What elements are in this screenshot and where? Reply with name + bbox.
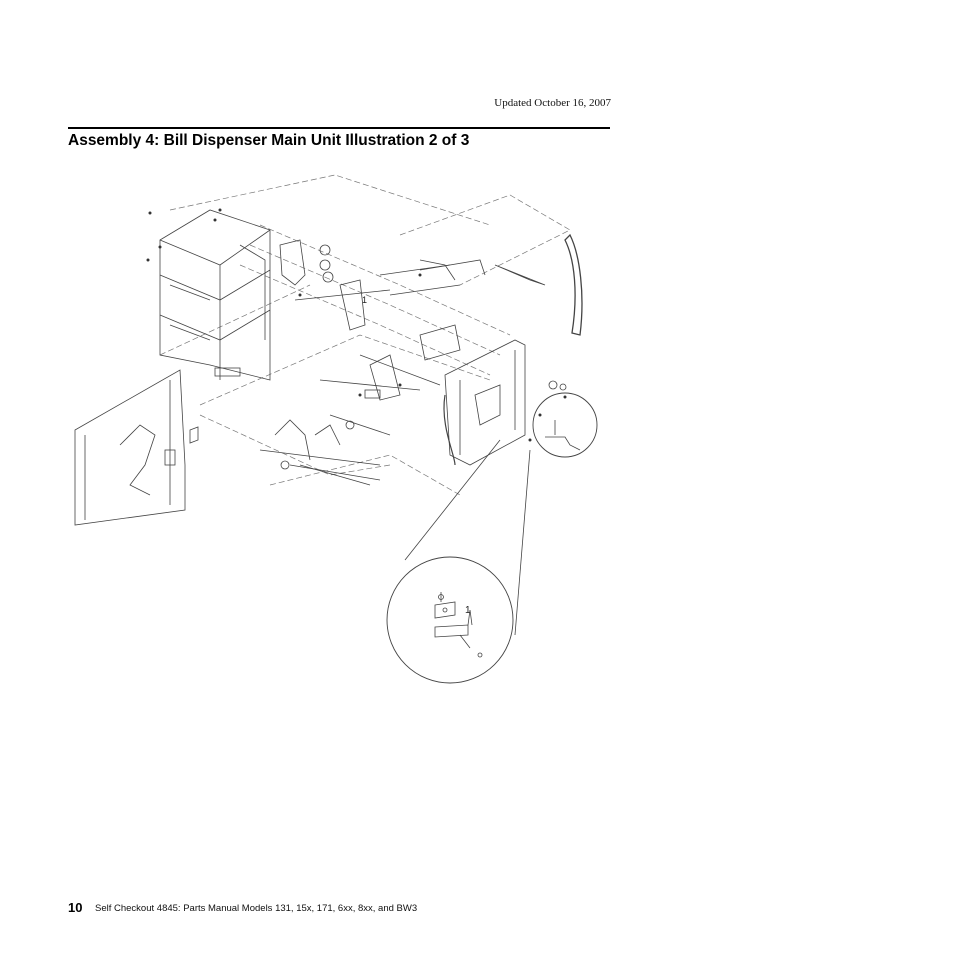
- left-side-panel: [74, 369, 199, 526]
- bracket-detail: [434, 592, 483, 658]
- exploded-assembly-illustration: 1 1: [74, 174, 598, 684]
- callout-detail: 1: [465, 605, 471, 616]
- updated-date: Updated October 16, 2007: [494, 97, 611, 109]
- footer-text: Self Checkout 4845: Parts Manual Models …: [95, 903, 418, 914]
- roller-shafts: [279, 239, 461, 401]
- callout-main: 1: [362, 295, 367, 305]
- main-frame: [159, 209, 271, 381]
- page-title: Assembly 4: Bill Dispenser Main Unit Ill…: [68, 132, 470, 149]
- lower-roller-assembly: [259, 414, 391, 486]
- page-number: 10: [68, 900, 83, 915]
- upper-right-parts: [419, 233, 583, 391]
- detail-source-circle: [532, 392, 598, 458]
- title-rule: [68, 127, 610, 129]
- right-side-panel: [443, 339, 526, 466]
- detail-enlarged-circle: [386, 556, 514, 684]
